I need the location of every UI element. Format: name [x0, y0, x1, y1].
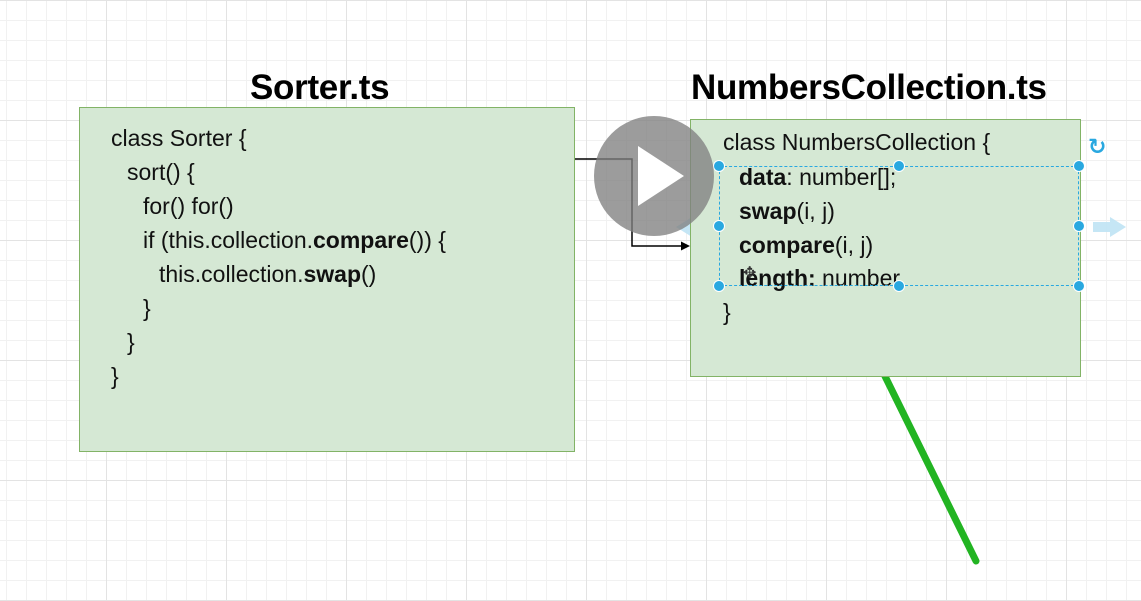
resize-handle-left[interactable] [713, 220, 725, 232]
resize-handle-top-right[interactable] [1073, 160, 1085, 172]
resize-handle-bottom[interactable] [893, 280, 905, 292]
numbers-collection-code-line: data: number[]; [739, 164, 897, 190]
annotation-arrow-shaft [874, 358, 980, 565]
resize-handle-bottom-right[interactable] [1073, 280, 1085, 292]
sorter-code-line: for() for() [143, 193, 234, 219]
numbers-collection-code-line: compare(i, j) [739, 232, 874, 258]
move-icon: ✥ [743, 265, 757, 282]
rotate-icon[interactable]: ↻ [1088, 134, 1107, 159]
resize-handle-right[interactable] [1073, 220, 1085, 232]
sorter-code-line: class Sorter { [111, 125, 247, 151]
resize-handle-top[interactable] [893, 160, 905, 172]
sorter-class-box[interactable] [79, 107, 575, 452]
resize-handle-top-left[interactable] [713, 160, 725, 172]
sorter-code-line: } [111, 363, 119, 389]
numbers-collection-code-line: swap(i, j) [739, 198, 835, 224]
sorter-code-line: this.collection.swap() [159, 261, 377, 287]
numbers-collection-code-line: length: number [739, 265, 901, 291]
numbers-collection-title: NumbersCollection.ts [691, 68, 1047, 107]
sorter-code-line: if (this.collection.compare()) { [143, 227, 446, 253]
sorter-code-line: } [127, 329, 135, 355]
connect-hint-arrow-right[interactable] [1093, 217, 1126, 237]
numbers-collection-class-box[interactable] [690, 119, 1081, 377]
sorter-title: Sorter.ts [250, 68, 390, 107]
connector-arrowhead [681, 241, 690, 251]
play-button[interactable] [594, 116, 714, 236]
numbers-collection-code-line: class NumbersCollection { [723, 129, 991, 155]
resize-handle-bottom-left[interactable] [713, 280, 725, 292]
sorter-code-line: } [143, 295, 151, 321]
selection-box[interactable] [719, 166, 1079, 286]
numbers-collection-code-line: } [723, 299, 731, 325]
play-icon [638, 146, 684, 206]
sorter-code-line: sort() { [127, 159, 195, 185]
